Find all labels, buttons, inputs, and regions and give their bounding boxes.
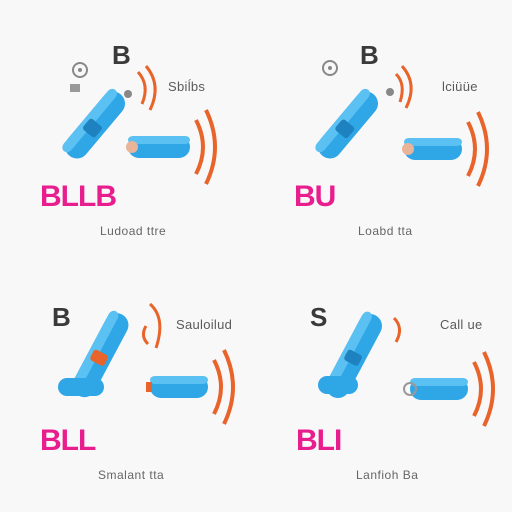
panel-label: Sauloilud (176, 317, 233, 332)
panel-caption: Lanfioh Ba (356, 468, 419, 482)
panel-4: S Call ue BLI Lanfioh Ba (256, 256, 512, 512)
bluetooth-dongle (402, 138, 462, 160)
panel-label: Sbiĺbs (168, 79, 206, 94)
brand-wordmark: BLL (40, 424, 96, 457)
bluetooth-device-illustration (315, 60, 489, 187)
panel-1: B Sbiĺbs BLLB Ludoad ttre (0, 0, 256, 256)
bluetooth-device-illustration (318, 311, 495, 427)
remote-device (315, 88, 378, 159)
signal-waves-icon (394, 65, 413, 109)
settings-icon (72, 62, 88, 78)
panel-letter: S (310, 302, 328, 332)
bluetooth-device-illustration (62, 62, 217, 185)
remote-device (70, 310, 129, 398)
base-stand (58, 378, 104, 396)
speaker-icon (70, 84, 80, 92)
panel-3: B Sauloilud BLL Smalant tta (0, 256, 256, 512)
panel-letter: B (360, 40, 379, 70)
brand-wordmark: BLI (296, 424, 342, 457)
signal-waves-icon (466, 111, 489, 187)
signal-waves-icon (472, 351, 495, 427)
signal-waves-icon (136, 65, 157, 111)
dot-icon (386, 88, 394, 96)
bluetooth-dongle (403, 378, 468, 400)
signal-waves-icon (194, 109, 217, 185)
panel-caption: Loabd tta (358, 224, 413, 238)
bluetooth-dongle (126, 136, 190, 158)
base-stand (318, 376, 358, 394)
signal-waves-icon (212, 349, 235, 425)
panel-letter: B (52, 302, 71, 332)
panel-2: B lciüüe BU Loabd tta (256, 0, 512, 256)
signal-waves-icon (141, 302, 162, 349)
remote-device (62, 88, 125, 159)
dot-icon (124, 90, 132, 98)
brand-wordmark: BLLB (40, 180, 117, 213)
panel-caption: Smalant tta (98, 468, 165, 482)
brand-wordmark: BU (294, 180, 336, 213)
settings-icon (322, 60, 338, 76)
bluetooth-device-illustration (58, 302, 235, 425)
panel-label: Call ue (440, 317, 483, 332)
panel-caption: Ludoad ttre (100, 224, 167, 238)
signal-waves-icon (392, 316, 401, 343)
panel-letter: B (112, 40, 131, 70)
panel-label: lciüüe (442, 79, 478, 94)
bluetooth-dongle (146, 376, 208, 398)
